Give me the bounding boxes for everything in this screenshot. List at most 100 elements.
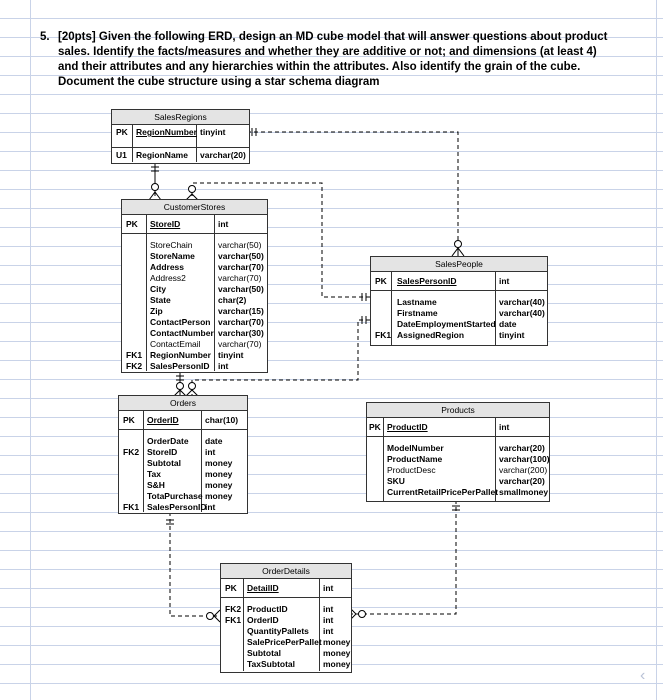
field-taxsubtotal: TaxSubtotal (247, 659, 296, 669)
type: money (205, 480, 233, 490)
type: date (205, 436, 223, 446)
field-currentretailpriceperpallet: CurrentRetailPricePerPallet (387, 487, 499, 497)
field-subtotal: Subtotal (247, 648, 281, 658)
question-line-1: [20pts] Given the following ERD, design … (58, 31, 608, 43)
field-state: State (150, 295, 171, 305)
type: tinyint (499, 330, 525, 340)
field-totapurchase: TotaPurchase (147, 491, 203, 501)
key-u1: U1 (116, 150, 127, 160)
field-regionname: RegionName (136, 150, 188, 160)
field-address2: Address2 (150, 273, 186, 283)
field-tax: Tax (147, 469, 162, 479)
field-storeid: StoreID (147, 447, 178, 457)
type: varchar(40) (499, 308, 545, 318)
entity-salespeople: SalesPeople PK SalesPersonID int Lastnam… (370, 256, 548, 346)
type: varchar(50) (218, 284, 264, 294)
type: money (323, 637, 351, 647)
type: int (323, 615, 334, 625)
rel-salesregions-salespeople (247, 131, 459, 240)
question-number: 5. (40, 31, 50, 43)
type: varchar(100) (499, 454, 550, 464)
notebook-margin-line (30, 0, 31, 700)
key-pk: PK (123, 415, 135, 425)
type: varchar(50) (218, 240, 262, 250)
key-pk: PK (126, 219, 138, 229)
field-storechain: StoreChain (150, 240, 193, 250)
field-orderid: OrderID (147, 415, 179, 425)
question-line-4: Document the cube structure using a star… (58, 76, 380, 88)
type: varchar(50) (218, 251, 264, 261)
type-int: int (499, 276, 510, 286)
question-line-2: sales. Identify the facts/measures and w… (58, 46, 597, 58)
type-int: int (499, 422, 510, 432)
entity-orderdetails: OrderDetails PK DetailID int FK2 Product… (220, 563, 352, 673)
field-detailid: DetailID (247, 583, 279, 593)
field-regionnumber: RegionNumber (150, 350, 211, 360)
field-storeid: StoreID (150, 219, 181, 229)
field-dateemploymentstarted: DateEmploymentStarted (397, 319, 496, 329)
field-storename: StoreName (150, 251, 195, 261)
key-pk: PK (225, 583, 237, 593)
entity-title: SalesRegions (112, 110, 249, 125)
field-salespersonid: SalesPersonID (397, 276, 457, 286)
type: varchar(70) (218, 262, 264, 272)
type: varchar(15) (218, 306, 264, 316)
key-fk1: FK1 (375, 330, 392, 340)
field-orderdate: OrderDate (147, 436, 189, 446)
type: money (205, 491, 233, 501)
question-line-3: and their attributes and any hierarchies… (58, 61, 581, 73)
type-varchar20: varchar(20) (200, 150, 246, 160)
key-pk: PK (116, 127, 128, 137)
type: varchar(200) (499, 465, 548, 475)
key-fk1: FK1 (123, 502, 140, 512)
field-productname: ProductName (387, 454, 443, 464)
type: varchar(30) (218, 328, 264, 338)
type-tinyint: tinyint (200, 127, 226, 137)
type: varchar(20) (499, 476, 545, 486)
type: money (205, 458, 233, 468)
type: varchar(70) (218, 273, 262, 283)
type: smallmoney (499, 487, 549, 497)
field-zip: Zip (150, 306, 163, 316)
type: char(2) (218, 295, 247, 305)
field-city: City (150, 284, 167, 294)
key-fk2: FK2 (225, 604, 242, 614)
field-modelnumber: ModelNumber (387, 443, 444, 453)
entity-salesregions: SalesRegions PK RegionNumber tinyint U1 … (111, 109, 250, 164)
key-fk1: FK1 (225, 615, 242, 625)
type: tinyint (218, 350, 244, 360)
rel-orders-orderdetails (169, 512, 220, 617)
entity-title: OrderDetails (221, 564, 351, 579)
type-char10: char(10) (205, 415, 239, 425)
type: varchar(20) (499, 443, 545, 453)
key-pk: PK (375, 276, 387, 286)
chevron-left-icon[interactable]: ‹ (640, 667, 646, 684)
rel-products-orderdetails (350, 500, 457, 615)
field-sku: SKU (387, 476, 405, 486)
entity-title: Orders (119, 396, 247, 411)
field-contactperson: ContactPerson (150, 317, 211, 327)
type: varchar(40) (499, 297, 545, 307)
field-lastname: Lastname (397, 297, 437, 307)
field-regionnumber: RegionNumber (136, 127, 197, 137)
field-productid: ProductID (387, 422, 428, 432)
field-quantitypallets: QuantityPallets (247, 626, 309, 636)
type-int: int (323, 583, 334, 593)
key-fk2: FK2 (123, 447, 140, 457)
field-sh: S&H (147, 480, 165, 490)
entity-orders: Orders PK OrderID char(10) OrderDate FK2… (118, 395, 248, 514)
type: int (323, 626, 334, 636)
type: money (205, 469, 233, 479)
type-int: int (218, 219, 229, 229)
field-orderid: OrderID (247, 615, 279, 625)
type: int (205, 447, 216, 457)
key-fk2: FK2 (126, 361, 143, 371)
entity-title: Products (367, 403, 549, 418)
field-salepriceperpallet: SalePricePerPallet (247, 637, 322, 647)
notebook-right-line (656, 0, 657, 700)
entity-title: SalesPeople (371, 257, 547, 272)
field-productid: ProductID (247, 604, 288, 614)
field-address: Address (150, 262, 185, 272)
field-salespersonid: SalesPersonID (150, 361, 210, 371)
